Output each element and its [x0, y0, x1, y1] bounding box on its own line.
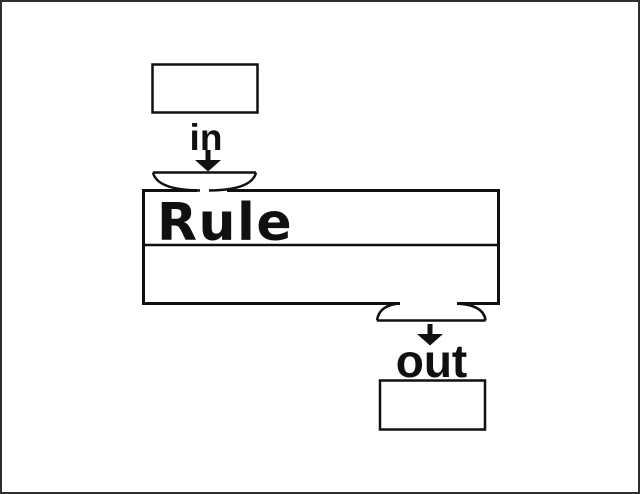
rule-block-title: Rule — [157, 193, 293, 253]
output-label: out — [396, 335, 468, 387]
in-arrow-icon — [195, 150, 221, 172]
input-label: in — [190, 117, 223, 158]
input-box — [151, 63, 259, 114]
diagram-labels: in Rule out — [157, 117, 467, 387]
rule-block-border — [142, 189, 500, 305]
output-socket — [375, 302, 487, 322]
diagram-outlines — [142, 63, 500, 431]
out-arrow-icon — [417, 324, 443, 346]
diagram-arrows — [195, 150, 443, 346]
output-box — [378, 379, 487, 431]
